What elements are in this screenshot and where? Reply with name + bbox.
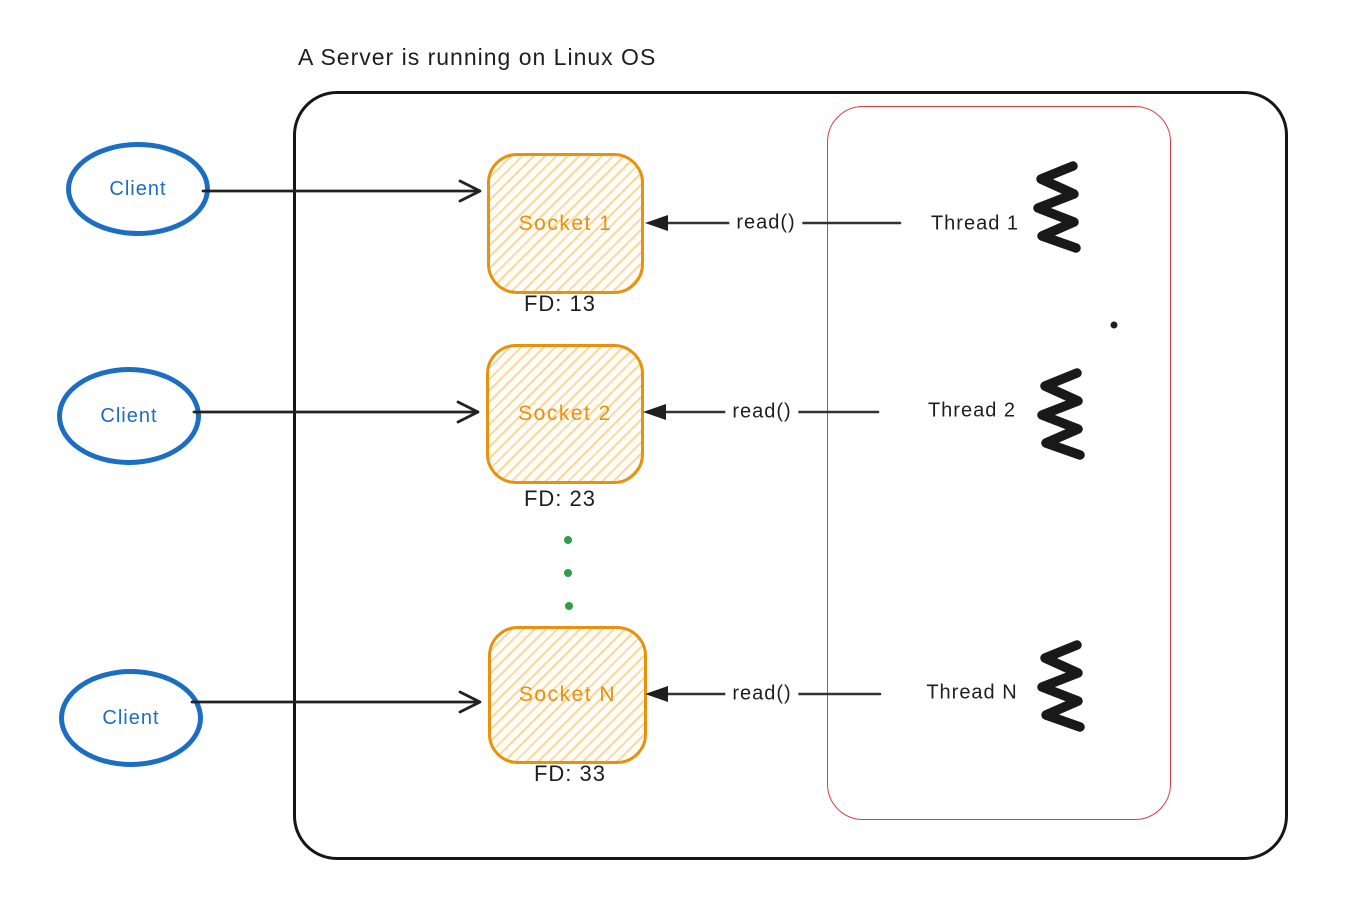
socket-label: Socket N	[518, 683, 617, 706]
server-box	[293, 91, 1288, 860]
client-ellipse: Client	[59, 669, 203, 767]
client-label: Client	[109, 177, 167, 200]
socket-box: Socket 2	[486, 344, 644, 484]
client-ellipse: Client	[66, 142, 210, 236]
client-ellipse: Client	[57, 367, 201, 465]
socket-box: Socket N	[488, 626, 647, 764]
thread-label: Thread N	[926, 681, 1018, 704]
socket-label: Socket 1	[518, 211, 613, 235]
diagram-title: A Server is running on Linux OS	[298, 44, 657, 70]
thread-label: Thread 2	[927, 399, 1017, 422]
read-call-label: read()	[725, 399, 799, 425]
fd-label: FD: 23	[523, 486, 597, 511]
thread-label: Thread 1	[930, 212, 1020, 235]
fd-label: FD: 13	[523, 291, 597, 316]
read-call-label: read()	[729, 210, 803, 236]
client-label: Client	[100, 404, 158, 427]
fd-label: FD: 33	[533, 761, 607, 786]
threadpool-box	[827, 106, 1171, 820]
read-call-label: read()	[725, 681, 799, 707]
socket-box: Socket 1	[487, 153, 644, 294]
client-label: Client	[102, 706, 160, 729]
socket-label: Socket 2	[518, 402, 612, 425]
